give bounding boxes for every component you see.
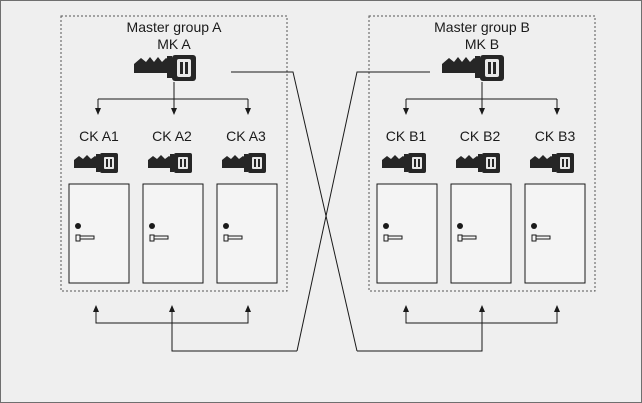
change-key-label-b3: CK B3 (535, 128, 576, 144)
key-icon (442, 55, 504, 81)
change-key-label-b2: CK B2 (460, 128, 501, 144)
master-group-a: Master group A MK A CK A1 CK A2 CK A3 (60, 15, 288, 292)
door-icon (524, 183, 586, 284)
key-icon (74, 153, 118, 173)
master-group-b: Master group B MK B CK B1 CK B2 CK B3 (368, 15, 596, 292)
key-icon (456, 153, 500, 173)
key-icon (148, 153, 192, 173)
key-icon (134, 55, 196, 81)
change-key-label-a2: CK A2 (152, 128, 192, 144)
group-a-master-key-label: MK A (157, 36, 191, 52)
group-b-title: Master group B (434, 19, 530, 35)
cross-link-mk-a-to-group-b (231, 71, 358, 352)
key-icon (382, 153, 426, 173)
group-a-title: Master group A (127, 19, 223, 35)
group-a-boundary (60, 15, 288, 292)
group-a-bottom-connector (93, 305, 297, 352)
change-key-label-a1: CK A1 (79, 128, 119, 144)
group-b-boundary (368, 15, 596, 292)
key-icon (222, 153, 266, 173)
group-b-master-key-label: MK B (465, 36, 499, 52)
change-key-label-b1: CK B1 (386, 128, 427, 144)
door-icon (450, 183, 512, 284)
change-key-label-a3: CK A3 (226, 128, 266, 144)
key-icon (530, 153, 574, 173)
door-icon (216, 183, 278, 284)
group-b-bottom-connector (357, 305, 560, 352)
door-icon (376, 183, 438, 284)
door-icon (68, 183, 130, 284)
cross-link-mk-b-to-group-a (296, 71, 430, 352)
door-icon (142, 183, 204, 284)
